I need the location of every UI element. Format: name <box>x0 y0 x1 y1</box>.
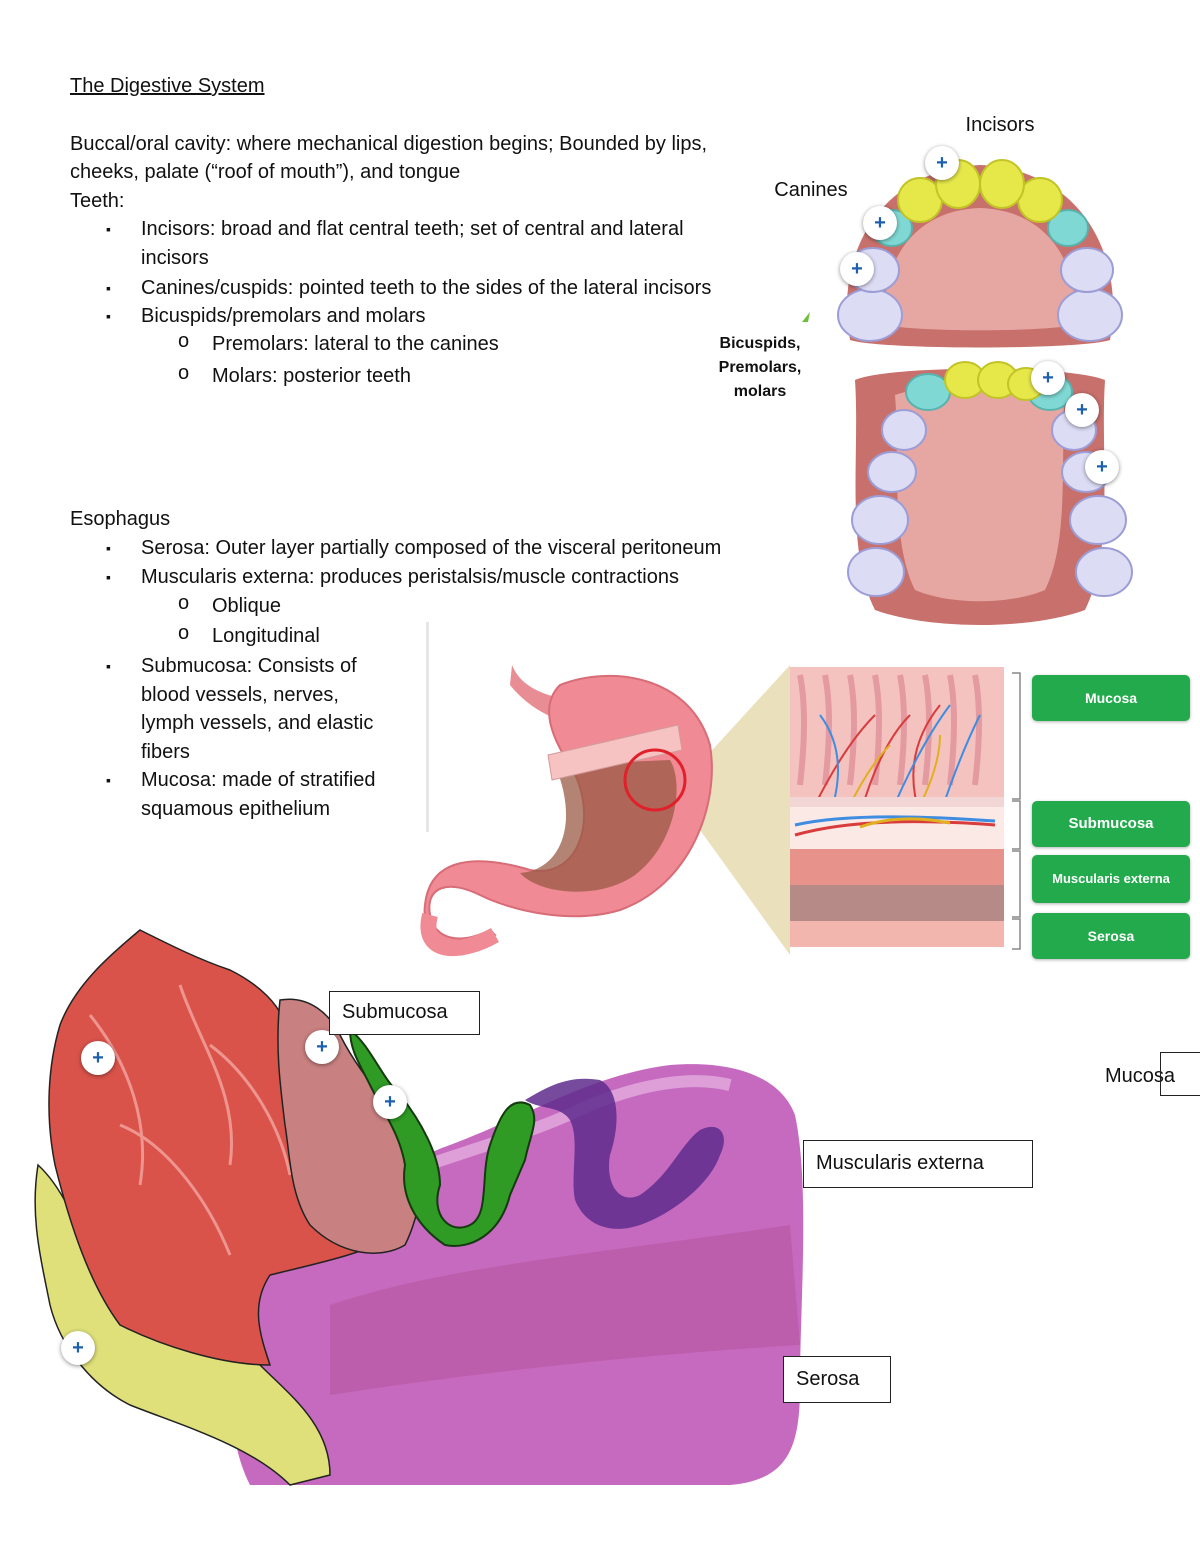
stomach-figure: Mucosa Submucosa Muscularis externa Sero… <box>420 655 1200 965</box>
layer-button-serosa[interactable]: Serosa <box>1032 913 1190 959</box>
oblique-subitem: Oblique <box>212 595 281 617</box>
page-title: The Digestive System <box>70 75 265 97</box>
teeth-illustration <box>802 159 1133 625</box>
canines-item: Canines/cuspids: pointed teeth to the si… <box>141 277 712 299</box>
bullet-marker: ▪ <box>106 540 111 556</box>
incisors-item-line-2: incisors <box>141 247 209 269</box>
callout-submucosa: Submucosa <box>329 991 480 1035</box>
submucosa-item-line-1: Submucosa: Consists of <box>141 655 357 677</box>
lower-canines-hotspot-plus-icon[interactable]: + <box>1065 393 1099 427</box>
callout-mucosa-box <box>1160 1052 1200 1096</box>
bicuspids-hotspot-plus-icon[interactable]: + <box>840 252 874 286</box>
mucosa-hotspot-plus-icon[interactable]: + <box>373 1085 407 1119</box>
serosa-hotspot-plus-icon[interactable]: + <box>61 1331 95 1365</box>
bullet-marker: ▪ <box>106 569 111 585</box>
callout-serosa: Serosa <box>783 1356 891 1403</box>
teeth-figure: Incisors Canines Bicuspids, Premolars, m… <box>719 110 1180 630</box>
esophagus-histology-image <box>34 929 804 1486</box>
callout-mucosa-text: Mucosa <box>1105 1065 1176 1087</box>
sub-bullet-marker: o <box>178 362 190 384</box>
layer-button-muscularis-externa[interactable]: Muscularis externa <box>1032 855 1190 903</box>
bullet-marker: ▪ <box>106 308 111 324</box>
teeth-heading: Teeth: <box>70 190 125 212</box>
bullet-marker: ▪ <box>106 772 111 788</box>
label-bicuspids-line-1: Bicuspids, <box>719 335 801 352</box>
layer-button-mucosa[interactable]: Mucosa <box>1032 675 1190 721</box>
sub-bullet-marker: o <box>178 592 190 614</box>
submucosa-item-line-4: fibers <box>141 741 190 763</box>
submucosa-item-line-2: blood vessels, nerves, <box>141 684 339 706</box>
label-bicuspids-line-2: Premolars, <box>718 359 802 376</box>
submucosa-hotspot-plus-icon[interactable]: + <box>305 1030 339 1064</box>
serosa-item: Serosa: Outer layer partially composed o… <box>141 537 722 559</box>
label-incisors: Incisors <box>965 114 1035 136</box>
label-canines: Canines <box>774 179 848 201</box>
bullet-marker: ▪ <box>106 658 111 674</box>
canines-hotspot-plus-icon[interactable]: + <box>863 206 897 240</box>
longitudinal-subitem: Longitudinal <box>212 625 320 647</box>
molars-subitem: Molars: posterior teeth <box>212 365 411 387</box>
bicuspids-item: Bicuspids/premolars and molars <box>141 305 426 327</box>
mucosa-item-line-2: squamous epithelium <box>141 798 330 820</box>
sub-bullet-marker: o <box>178 622 190 644</box>
histology-figure: + + + + <box>30 925 810 1490</box>
stomach-illustration <box>420 665 1021 957</box>
mucosa-item-line-1: Mucosa: made of stratified <box>141 769 376 791</box>
premolars-subitem: Premolars: lateral to the canines <box>212 333 499 355</box>
muscularis-item: Muscularis externa: produces peristalsis… <box>141 566 679 588</box>
callout-muscularis-externa: Muscularis externa <box>803 1140 1033 1188</box>
bullet-marker: ▪ <box>106 280 111 296</box>
layer-button-submucosa[interactable]: Submucosa <box>1032 801 1190 847</box>
submucosa-item-line-3: lymph vessels, and elastic <box>141 712 374 734</box>
lower-molars-hotspot-plus-icon[interactable]: + <box>1085 450 1119 484</box>
incisors-hotspot-plus-icon[interactable]: + <box>925 146 959 180</box>
esophagus-heading: Esophagus <box>70 508 171 530</box>
divider <box>426 622 429 832</box>
bullet-marker: ▪ <box>106 221 111 237</box>
lower-incisors-hotspot-plus-icon[interactable]: + <box>1031 361 1065 395</box>
sub-bullet-marker: o <box>178 330 190 352</box>
oral-cavity-line-2: cheeks, palate (“roof of mouth”), and to… <box>70 161 461 183</box>
label-bicuspids-line-3: molars <box>733 383 787 400</box>
muscularis-hotspot-plus-icon[interactable]: + <box>81 1041 115 1075</box>
upper-dental-arch <box>837 159 1123 348</box>
lower-dental-arch <box>847 361 1133 625</box>
gastric-wall-section <box>790 667 1004 947</box>
oral-cavity-line-1: Buccal/oral cavity: where mechanical dig… <box>70 133 708 155</box>
incisors-item-line-1: Incisors: broad and flat central teeth; … <box>141 218 684 240</box>
